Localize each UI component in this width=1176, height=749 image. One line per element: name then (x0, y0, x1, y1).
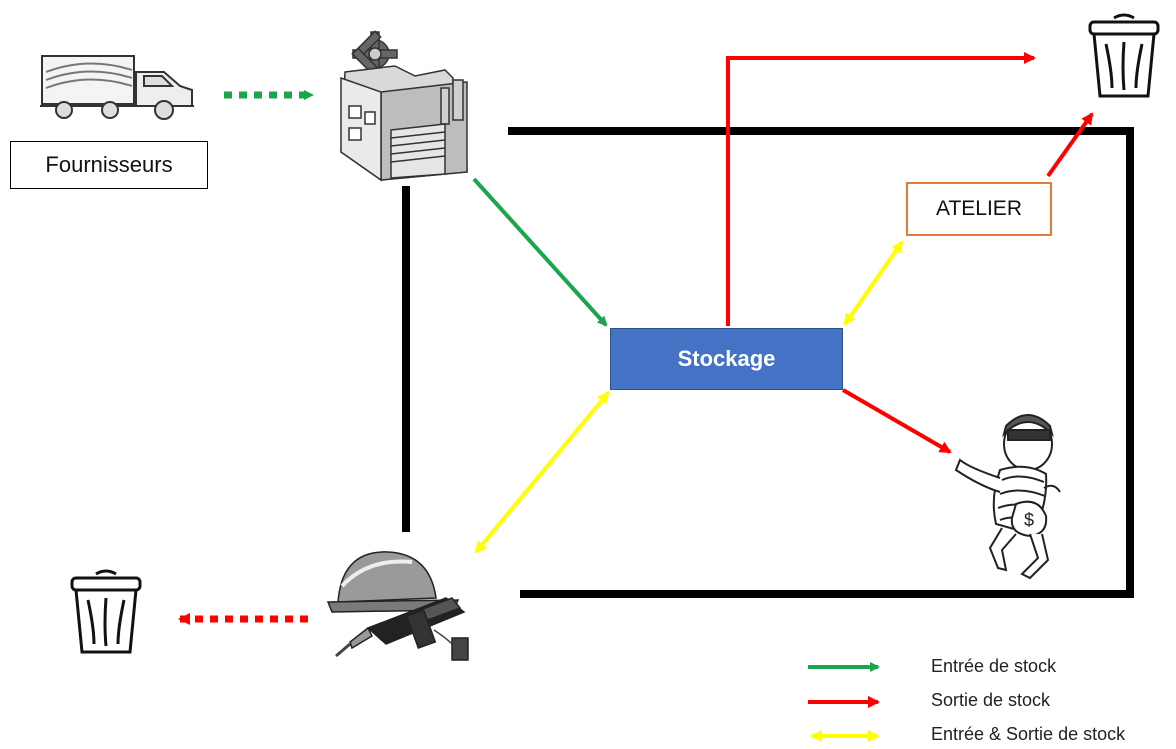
legend-arrows (808, 662, 880, 742)
arrow-stockage-to-thief (841, 388, 952, 454)
arrow-stockage-tools (474, 391, 610, 554)
atelier-box: ATELIER (906, 182, 1052, 236)
legend-label-entree: Entrée de stock (931, 656, 1057, 676)
arrow-usine-to-stockage (472, 177, 608, 327)
stockage-label: Stockage (677, 346, 776, 371)
arrow-stockage-atelier (843, 240, 904, 326)
warehouse-boundary (402, 127, 1134, 598)
stockage-box: Stockage (610, 328, 843, 390)
trash-bin-icon-left (70, 569, 142, 654)
trash-bin-icon-top (1088, 13, 1160, 98)
fournisseurs-box: Fournisseurs (10, 141, 208, 189)
hard-hat-and-drill-icon (326, 551, 469, 661)
arrow-atelier-to-trash (1046, 112, 1094, 178)
fournisseurs-label: Fournisseurs (45, 152, 173, 177)
svg-text:$: $ (1024, 510, 1034, 530)
legend-label-sortie: Sortie de stock (931, 690, 1051, 710)
arrow-stockage-to-trash-top (726, 52, 1036, 326)
thief-icon: $ (954, 414, 1061, 580)
legend-label-entree-sortie: Entrée & Sortie de stock (931, 724, 1126, 744)
truck-icon (40, 55, 194, 120)
factory-icon (340, 30, 468, 182)
atelier-label: ATELIER (936, 197, 1022, 220)
